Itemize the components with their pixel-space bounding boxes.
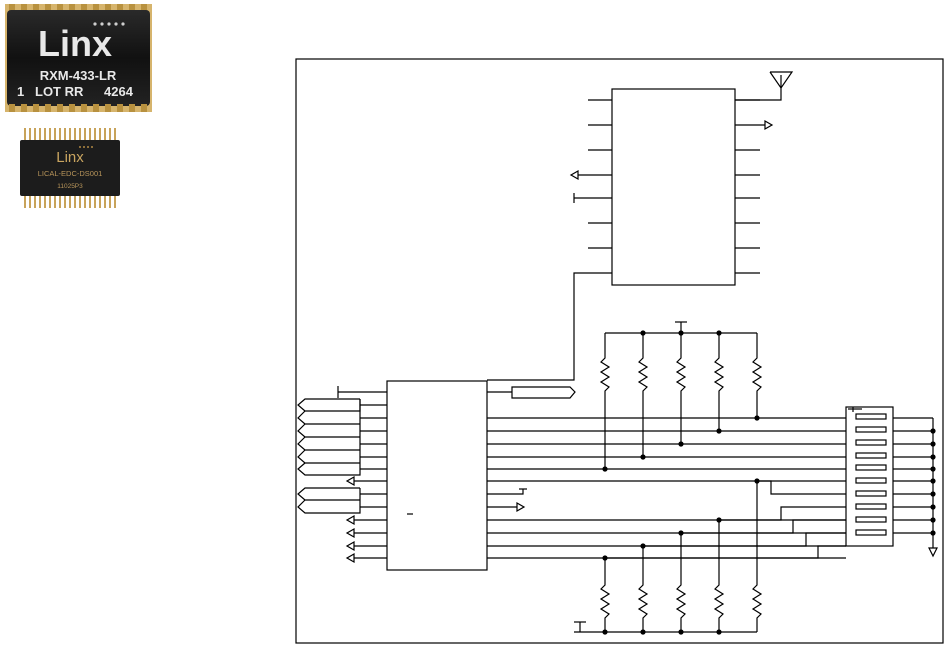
receiver-left-pins: [574, 100, 612, 273]
left-bus-group-top: [298, 399, 360, 475]
decoder-ic-symbol: [387, 381, 487, 570]
left-bus-group-bottom: [298, 488, 360, 513]
receiver-module-symbol: [612, 89, 735, 285]
receiver-output-arrow: [765, 121, 772, 129]
data-line-wire: [487, 273, 588, 380]
schematic-frame: [296, 59, 943, 643]
decoder-right-pins: [487, 387, 846, 558]
decoder-left-pins: [338, 386, 387, 558]
receiver-right-pins: [735, 100, 765, 273]
dip-ground-junctions: [931, 429, 935, 535]
receiver-input-arrow: [571, 171, 578, 179]
top-resistor-network: [601, 322, 761, 469]
ground-symbol: [929, 548, 937, 556]
bottom-resistor-network: [574, 481, 761, 632]
dip-switch-toggles: [856, 414, 886, 535]
left-output-arrows: [347, 477, 354, 562]
dip-ground-bus: [893, 418, 933, 548]
antenna-symbol: [735, 72, 792, 100]
